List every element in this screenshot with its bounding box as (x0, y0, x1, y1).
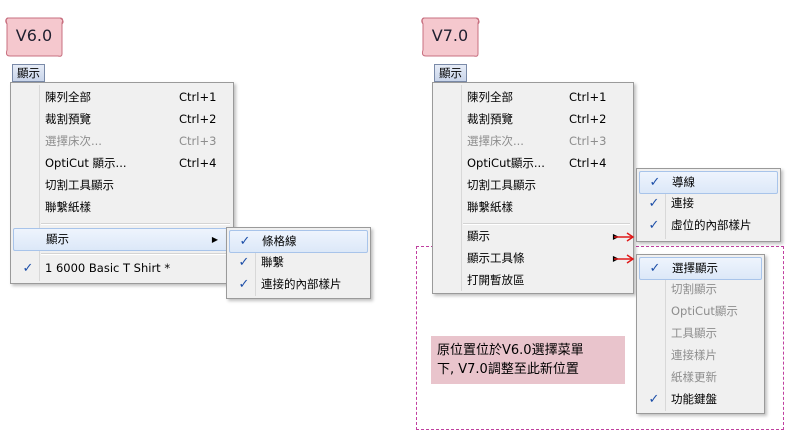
toolbar-submenu-v7: ✓ 選擇顯示 切割顯示 OptiCut顯示 工具顯示 連接樣片 紙樣更新 ✓ 功… (636, 254, 765, 414)
check-icon: ✓ (238, 255, 250, 270)
menu-item-show-all[interactable]: 陳列全部 Ctrl+1 (467, 90, 607, 104)
submenu-arrow-icon: ▶ (211, 235, 218, 244)
check-icon: ✓ (649, 261, 661, 276)
submenu-item-select-display[interactable]: ✓ 選擇顯示 (639, 257, 762, 280)
submenu-item-function-keypad[interactable]: ✓ 功能鍵盤 (639, 389, 762, 410)
display-submenu-v6: ✓ 條格線 ✓ 聯繫 ✓ 連接的內部樣片 (226, 227, 371, 299)
check-icon: ✓ (238, 277, 250, 292)
submenu-item-link-pieces: 連接樣片 (671, 348, 717, 362)
menu-item-link-pattern[interactable]: 聯繫紙樣 (467, 200, 513, 214)
menu-item-opticut-show[interactable]: OptiCut顯示... Ctrl+4 (467, 156, 607, 170)
menu-item-select-bed: 選擇床次... Ctrl+3 (467, 134, 607, 148)
menu-item-select-bed: 選擇床次... Ctrl+3 (45, 134, 217, 148)
menu-item-cut-tool-show[interactable]: 切割工具顯示 (45, 178, 114, 192)
menu-item-display[interactable]: 顯示 ▶ (435, 226, 631, 247)
submenu-item-virtual-pieces[interactable]: ✓ 虛位的內部樣片 (639, 215, 778, 236)
view-menu-v7: 陳列全部 Ctrl+1 裁割預覽 Ctrl+2 選擇床次... Ctrl+3 O… (432, 82, 634, 294)
display-submenu-v7: ✓ 導線 ✓ 連接 ✓ 虛位的內部樣片 (636, 168, 781, 242)
view-menu-v6: 陳列全部 Ctrl+1 裁割預覽 Ctrl+2 選擇床次... Ctrl+3 O… (10, 82, 234, 284)
submenu-item-guide-line[interactable]: ✓ 導線 (639, 171, 778, 194)
menu-separator (41, 223, 230, 225)
pointer-arrows (614, 232, 635, 264)
submenu-item-opticut-display: OptiCut顯示 (671, 304, 738, 318)
note-line-1: 原位置位於V6.0選擇菜單 (437, 343, 584, 358)
version-text: V7.0 (431, 26, 469, 45)
menu-item-opticut-show[interactable]: OptiCut 顯示... Ctrl+4 (45, 156, 217, 170)
menu-item-cut-preview[interactable]: 裁割預覽 Ctrl+2 (45, 112, 217, 126)
menu-item-recent-file[interactable]: ✓ 1 6000 Basic T Shirt * (13, 258, 231, 279)
check-icon: ✓ (22, 261, 34, 276)
menu-separator (463, 223, 630, 225)
submenu-item-link[interactable]: ✓ 聯繫 (229, 252, 368, 273)
red-arrow-icon (614, 232, 635, 242)
menu-item-cut-tool-show[interactable]: 切割工具顯示 (467, 178, 536, 192)
submenu-item-pattern-update: 紙樣更新 (671, 370, 717, 384)
version-label-v7: V7.0 (418, 14, 482, 58)
menu-item-display[interactable]: 顯示 ▶ (13, 228, 231, 251)
menu-item-show-all[interactable]: 陳列全部 Ctrl+1 (45, 90, 217, 104)
submenu-item-cut-display: 切割顯示 (671, 282, 717, 296)
scroll-banner-icon (5, 17, 64, 57)
scroll-banner-icon (421, 17, 480, 57)
check-icon: ✓ (648, 218, 660, 233)
menu-item-link-pattern[interactable]: 聯繫紙樣 (45, 200, 91, 214)
relocation-note: 原位置位於V6.0選擇菜單 下, V7.0調整至此新位置 (431, 336, 625, 384)
note-line-2: 下, V7.0調整至此新位置 (437, 362, 579, 377)
version-label-v6: V6.0 (2, 14, 66, 58)
red-arrow-icon (614, 254, 635, 264)
menu-item-cut-preview[interactable]: 裁割預覽 Ctrl+2 (467, 112, 607, 126)
submenu-item-link[interactable]: ✓ 連接 (639, 193, 778, 214)
view-menu-button[interactable]: 顯示 (434, 64, 467, 82)
submenu-item-tool-display: 工具顯示 (671, 326, 717, 340)
submenu-item-grid-line[interactable]: ✓ 條格線 (229, 230, 368, 253)
menu-separator (41, 253, 230, 255)
check-icon: ✓ (648, 196, 660, 211)
view-menu-button[interactable]: 顯示 (12, 64, 45, 82)
check-icon: ✓ (649, 175, 661, 190)
check-icon: ✓ (648, 392, 660, 407)
menu-item-open-holding-area[interactable]: 打開暫放區 (467, 273, 525, 287)
submenu-item-internal-pieces[interactable]: ✓ 連接的內部樣片 (229, 274, 368, 295)
menu-item-toolbar-display[interactable]: 顯示工具條 ▶ (435, 248, 631, 269)
check-icon: ✓ (239, 234, 251, 249)
version-text: V6.0 (15, 26, 53, 45)
